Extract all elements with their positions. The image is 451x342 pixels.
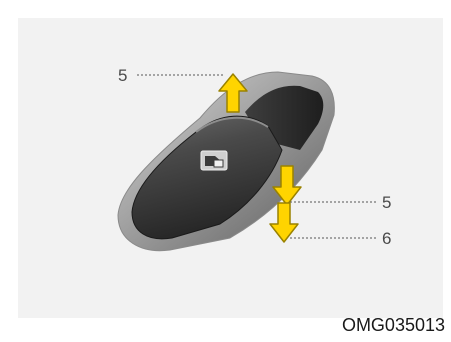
window-lock-icon	[201, 151, 227, 170]
callout-label-top: 5	[118, 67, 127, 84]
arrow-down-icon-second	[270, 203, 298, 242]
window-switch-rocker[interactable]	[132, 116, 282, 239]
callout-label-bottom: 6	[382, 230, 391, 247]
callout-label-mid: 5	[382, 194, 391, 211]
figure-code-caption: OMG035013	[342, 315, 445, 336]
